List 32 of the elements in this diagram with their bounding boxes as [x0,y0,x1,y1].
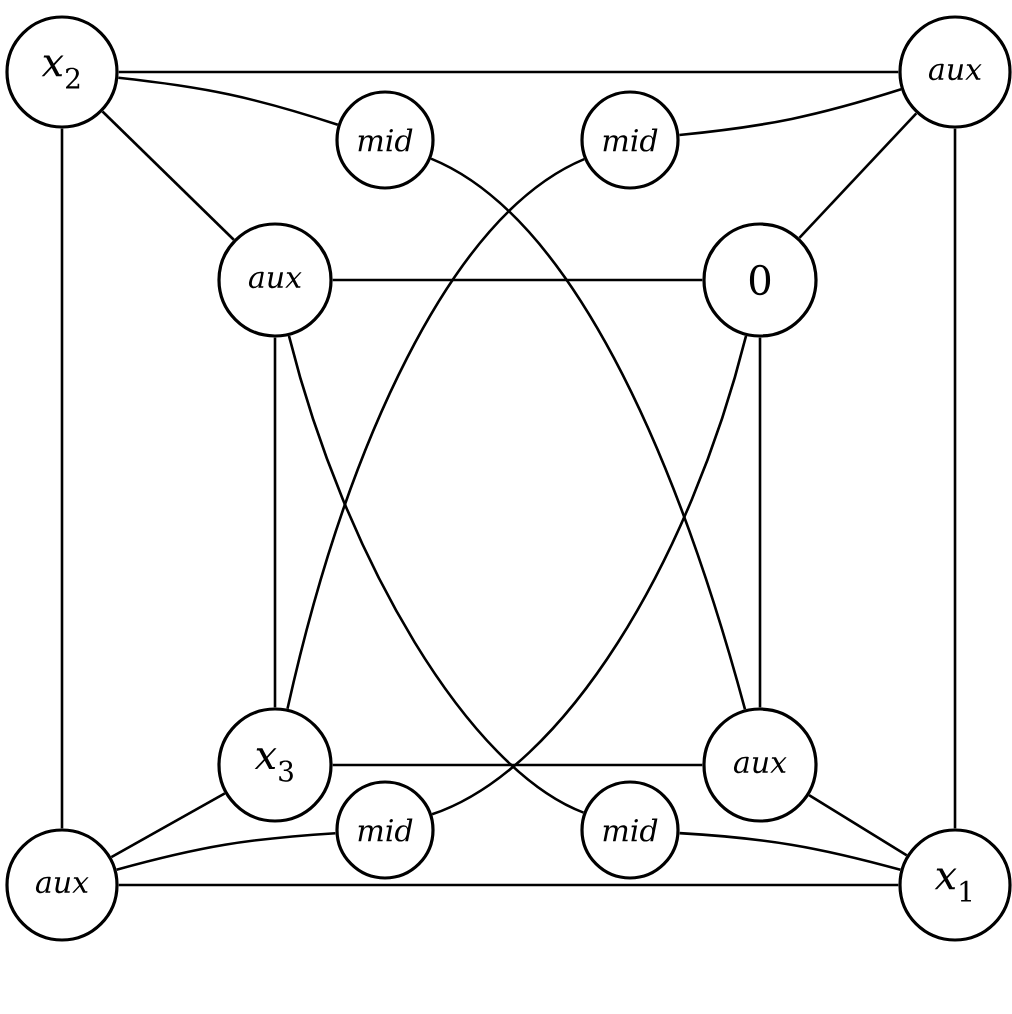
connector-line [273,337,277,708]
connector-line [116,831,336,871]
connector-line [118,883,899,887]
circle-node: x$_{2}$ [5,15,119,129]
connector-line [332,278,703,282]
connector-line [101,110,235,241]
connector-line [118,76,339,126]
circle-node: 0 [702,222,818,338]
connector-line [679,88,902,137]
connector-line [431,335,748,816]
connector-line [953,128,957,829]
connector-line [286,157,585,710]
circle-node: x$_{1}$ [898,828,1012,942]
circle-node: aux [5,828,119,942]
connector-line [110,792,226,859]
connector-line [332,763,703,767]
circle-node: aux [702,707,818,823]
circle-node: x$_{3}$ [217,707,333,823]
connector-line [758,337,762,708]
connector-line [118,70,899,74]
connector-line [798,112,918,239]
circle-node: aux [898,15,1012,129]
circle-node: mid [580,780,680,880]
connector-line [60,128,64,829]
circle-node: aux [217,222,333,338]
circle-node: mid [335,780,435,880]
circle-node: mid [335,90,435,190]
connector-line [287,335,585,814]
connector-line [679,831,901,872]
circle-node: mid [580,90,680,190]
connector-line [430,157,747,710]
connector-line [808,794,908,857]
